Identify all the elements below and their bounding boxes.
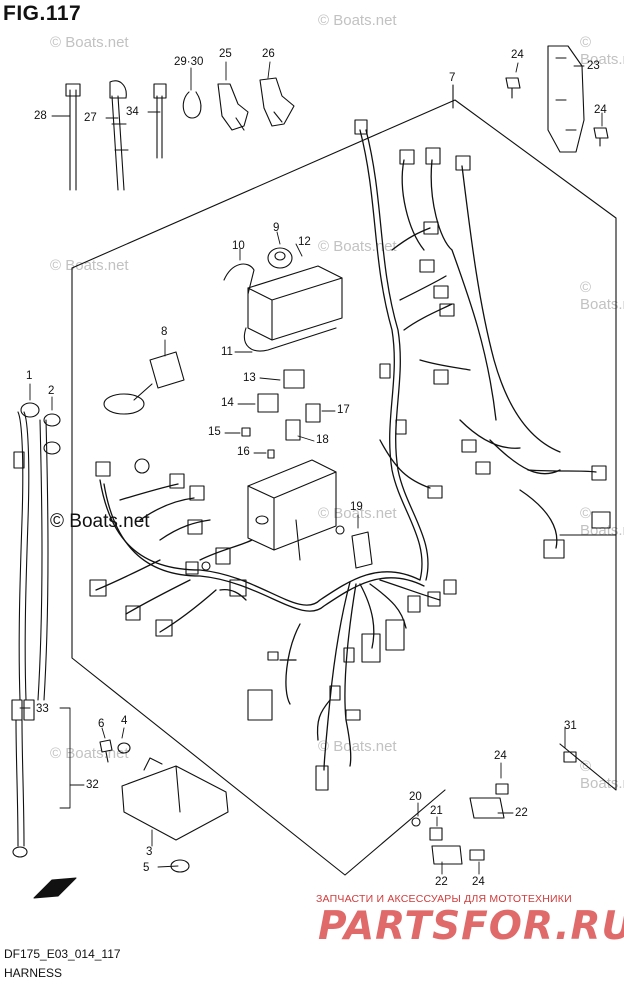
rubber-boot xyxy=(352,532,372,568)
callout-5: 5 xyxy=(143,862,150,874)
watermark: © Boats.net xyxy=(50,34,129,51)
callout-24c: 24 xyxy=(494,750,507,762)
battery-bracket xyxy=(122,758,228,840)
relay-box xyxy=(248,460,336,560)
fwd-arrow-icon xyxy=(34,878,76,898)
callout-19: 19 xyxy=(350,501,363,513)
callout-24: 24 xyxy=(511,49,524,61)
callout-6: 6 xyxy=(98,718,105,730)
callout-4: 4 xyxy=(121,715,128,727)
bracket-and-bolts xyxy=(506,46,608,152)
callout-1: 1 xyxy=(26,370,33,382)
harness-connectors xyxy=(90,120,610,790)
callout-7: 7 xyxy=(449,72,456,84)
battery-cables xyxy=(12,403,60,857)
watermark: © Boats.net xyxy=(318,12,397,29)
callout-23: 23 xyxy=(587,60,600,72)
watermark: © Boats.net xyxy=(50,511,150,532)
callout-12: 12 xyxy=(298,236,311,248)
callout-29-30: 29·30 xyxy=(174,56,204,68)
callout-24b: 24 xyxy=(594,104,607,116)
watermark: © Boats.net xyxy=(318,738,397,755)
callout-22b: 22 xyxy=(435,876,448,888)
callout-16: 16 xyxy=(237,446,250,458)
relays-and-fuses xyxy=(104,352,320,458)
callout-10: 10 xyxy=(232,240,245,252)
callout-18: 18 xyxy=(316,434,329,446)
callout-3: 3 xyxy=(146,846,153,858)
callout-22: 22 xyxy=(515,807,528,819)
callout-27: 27 xyxy=(84,112,97,124)
callout-8: 8 xyxy=(161,326,168,338)
fuse-box xyxy=(224,248,342,351)
leader-lines xyxy=(20,62,602,874)
mounting-hardware xyxy=(412,752,576,864)
callout-9: 9 xyxy=(273,222,280,234)
callout-20: 20 xyxy=(409,791,422,803)
section-name: HARNESS xyxy=(4,966,63,980)
callout-21: 21 xyxy=(430,805,443,817)
callout-31: 31 xyxy=(564,720,577,732)
watermark: © Boats.net xyxy=(50,257,129,274)
callout-28: 28 xyxy=(34,110,47,122)
callout-14: 14 xyxy=(221,397,234,409)
watermark: © Boats.net xyxy=(580,279,624,313)
clamps xyxy=(183,78,294,130)
callout-26: 26 xyxy=(262,48,275,60)
callout-17: 17 xyxy=(337,404,350,416)
callout-33: 33 xyxy=(36,703,49,715)
callout-32: 32 xyxy=(86,779,99,791)
callout-24d: 24 xyxy=(472,876,485,888)
callout-2: 2 xyxy=(48,385,55,397)
callout-15: 15 xyxy=(208,426,221,438)
callout-34: 34 xyxy=(126,106,139,118)
shop-tagline: ЗАПЧАСТИ И АКСЕССУАРЫ ДЛЯ МОТОТЕХНИКИ xyxy=(316,893,572,905)
harness-frame-outline xyxy=(72,85,616,875)
callout-25: 25 xyxy=(219,48,232,60)
cable-ties xyxy=(66,81,166,190)
model-code: DF175_E03_014_117 xyxy=(4,947,121,961)
figure-title: FIG.117 xyxy=(3,2,82,25)
small-hardware xyxy=(100,740,189,872)
callout-11: 11 xyxy=(221,346,233,358)
shop-logo: PARTSFOR.RU xyxy=(318,904,624,949)
callout-13: 13 xyxy=(243,372,256,384)
watermark: © Boats.net xyxy=(318,505,397,522)
watermark: © Boats.net xyxy=(580,34,624,68)
main-harness xyxy=(96,130,596,770)
